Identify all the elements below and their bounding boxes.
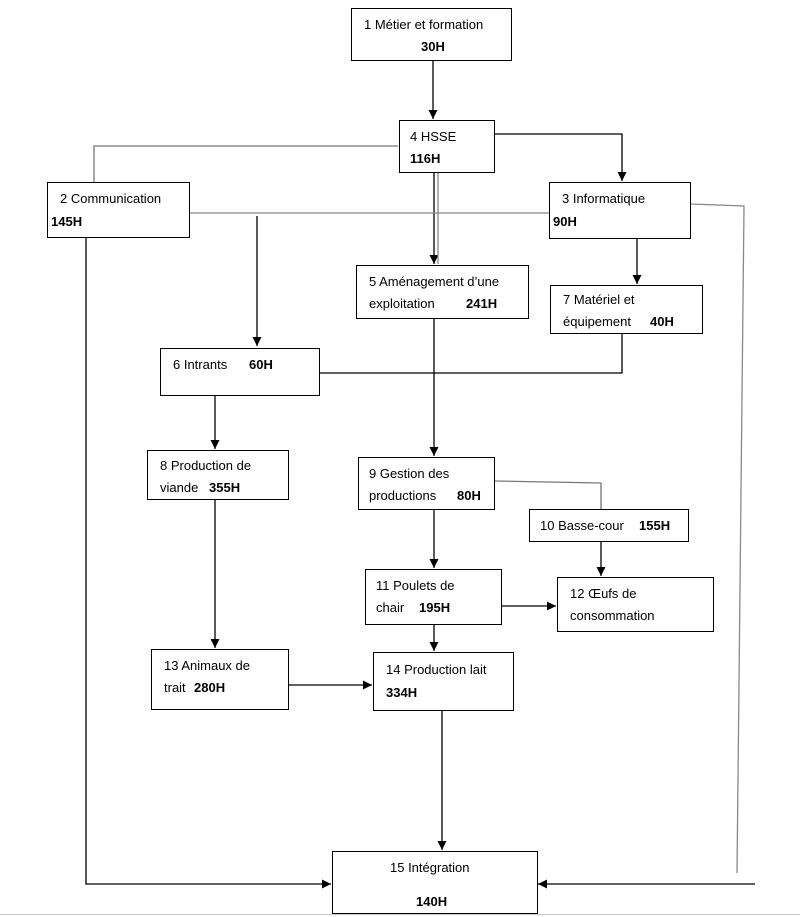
module-box-8: 8 Production de viande 355H bbox=[147, 450, 289, 500]
module-1-title: 1 Métier et formation bbox=[364, 17, 484, 32]
module-13-hours: 280H bbox=[194, 680, 226, 695]
module-box-9: 9 Gestion des productions 80H bbox=[358, 457, 495, 510]
module-1-hours: 30H bbox=[421, 39, 445, 54]
page-bottom-rule bbox=[0, 914, 800, 915]
module-5-title: 5 Aménagement d’une bbox=[369, 274, 500, 289]
module-8-title-line2: viande bbox=[160, 480, 199, 495]
module-box-14: 14 Production lait 334H bbox=[373, 652, 514, 711]
module-box-2: 2 Communication 145H bbox=[47, 182, 190, 238]
module-box-11: 11 Poulets de chair 195H bbox=[365, 569, 502, 625]
link-3-to-15 bbox=[690, 203, 745, 874]
module-4-title: 4 HSSE bbox=[410, 129, 457, 144]
module-13-title-line2: trait bbox=[164, 680, 186, 695]
module-6-hours: 60H bbox=[249, 357, 273, 372]
module-box-4: 4 HSSE 116H bbox=[399, 120, 495, 173]
module-10-hours: 155H bbox=[639, 518, 671, 533]
link-7-to-6 bbox=[320, 334, 623, 374]
module-15-hours: 140H bbox=[416, 894, 448, 909]
module-box-12: 12 Œufs de consommation bbox=[557, 577, 714, 632]
module-12-title: 12 Œufs de bbox=[570, 586, 637, 601]
module-3-title: 3 Informatique bbox=[562, 191, 646, 206]
module-3-hours: 90H bbox=[553, 214, 577, 229]
arrow-4-to-3 bbox=[495, 133, 627, 181]
module-5-hours: 241H bbox=[466, 296, 498, 311]
module-box-6: 6 Intrants 60H bbox=[160, 348, 320, 396]
module-2-title: 2 Communication bbox=[60, 191, 162, 206]
module-2-hours: 145H bbox=[51, 214, 83, 229]
module-box-13: 13 Animaux de trait 280H bbox=[151, 649, 289, 710]
module-10-title: 10 Basse-cour bbox=[540, 518, 624, 533]
module-8-title: 8 Production de bbox=[160, 458, 252, 473]
module-4-hours: 116H bbox=[410, 151, 441, 166]
module-box-3: 3 Informatique 90H bbox=[549, 182, 691, 239]
module-7-title-line2: équipement bbox=[563, 314, 631, 329]
module-9-title-line2: productions bbox=[369, 488, 437, 503]
module-6-title: 6 Intrants bbox=[173, 357, 228, 372]
module-11-title: 11 Poulets de bbox=[376, 578, 455, 593]
module-14-hours: 334H bbox=[386, 685, 418, 700]
module-15-title: 15 Intégration bbox=[390, 860, 470, 875]
module-box-15: 15 Intégration 140H bbox=[332, 851, 538, 914]
arrow-2-to-15 bbox=[85, 238, 331, 889]
module-13-title: 13 Animaux de bbox=[164, 658, 251, 673]
module-11-title-line2: chair bbox=[376, 600, 405, 615]
link-4-to-2 bbox=[93, 145, 398, 183]
module-box-10: 10 Basse-cour 155H bbox=[529, 509, 689, 542]
link-9-to-10 bbox=[494, 480, 602, 509]
module-12-title-line2: consommation bbox=[570, 608, 655, 623]
module-9-title: 9 Gestion des bbox=[369, 466, 450, 481]
module-9-hours: 80H bbox=[457, 488, 481, 503]
module-box-5: 5 Aménagement d’une exploitation 241H bbox=[356, 265, 529, 319]
module-8-hours: 355H bbox=[209, 480, 241, 495]
module-14-title: 14 Production lait bbox=[386, 662, 487, 677]
module-7-title: 7 Matériel et bbox=[563, 292, 635, 307]
module-box-1: 1 Métier et formation 30H bbox=[351, 8, 512, 61]
module-7-hours: 40H bbox=[650, 314, 674, 329]
module-box-7: 7 Matériel et équipement 40H bbox=[550, 285, 703, 334]
module-5-title-line2: exploitation bbox=[369, 296, 435, 311]
module-11-hours: 195H bbox=[419, 600, 451, 615]
